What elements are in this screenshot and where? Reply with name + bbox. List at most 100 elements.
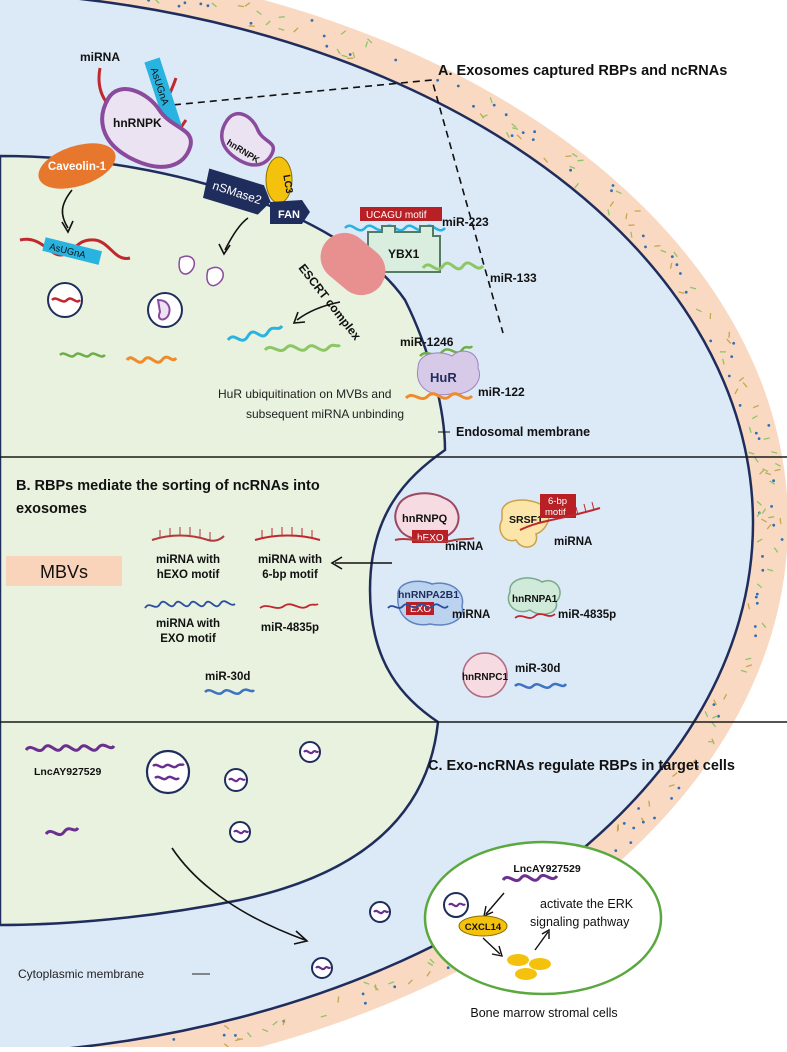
band-speck	[758, 437, 761, 440]
label-ucagu: UCAGU motif	[366, 210, 427, 221]
band-speck	[708, 742, 714, 743]
label-cxcl14: CXCL14	[465, 922, 502, 933]
band-speck	[754, 634, 757, 637]
band-speck	[654, 246, 660, 247]
label-exo-2: EXO motif	[160, 633, 216, 645]
label-mir4835-left: miR-4835p	[261, 622, 319, 634]
label-hnrnpc1: hnRNPC1	[462, 672, 509, 683]
band-speck	[767, 424, 770, 427]
label-hexo-2: hEXO motif	[157, 569, 220, 581]
band-speck	[311, 19, 314, 22]
band-speck	[781, 538, 784, 541]
band-speck	[709, 340, 712, 343]
band-speck	[393, 985, 396, 988]
band-speck	[678, 787, 681, 790]
band-speck	[394, 59, 397, 62]
band-speck	[644, 246, 647, 249]
band-speck	[755, 596, 758, 599]
band-speck	[614, 849, 617, 852]
label-hnrnpa2b1: hnRNPA2B1	[398, 589, 459, 601]
label-mir30d-left: miR-30d	[205, 671, 250, 683]
band-speck	[713, 703, 716, 706]
label-mir4835-right: miR-4835p	[558, 609, 616, 621]
band-speck	[578, 160, 584, 161]
band-speck	[670, 797, 673, 800]
band-speck	[436, 79, 439, 82]
label-mir30d-right: miR-30d	[515, 663, 560, 675]
band-speck	[676, 263, 679, 266]
vesicle-lnc-large	[147, 751, 189, 793]
band-speck	[323, 35, 326, 38]
band-speck	[671, 255, 674, 258]
band-speck	[279, 17, 285, 18]
band-speck	[772, 524, 775, 527]
band-speck	[533, 130, 536, 133]
section-c-title: C. Exo-ncRNAs regulate RBPs in target ce…	[428, 758, 735, 774]
label-sixbp-tag-2: motif	[545, 507, 566, 518]
band-speck	[184, 1, 187, 4]
band-speck	[623, 822, 626, 825]
band-speck	[349, 53, 352, 56]
band-speck	[249, 26, 255, 27]
label-ybx1: YBX1	[388, 247, 420, 261]
label-hnrnpa1: hnRNPA1	[512, 594, 558, 605]
label-fan: FAN	[278, 209, 300, 221]
band-speck	[629, 841, 632, 844]
band-speck	[172, 1038, 175, 1041]
band-speck	[532, 138, 535, 141]
band-speck	[770, 505, 773, 508]
label-exo-tag: EXO	[410, 604, 431, 615]
label-mir1246: miR-1246	[400, 335, 454, 349]
band-speck	[632, 827, 635, 830]
band-speck	[649, 801, 650, 807]
band-speck	[728, 375, 731, 378]
band-speck	[325, 45, 328, 48]
band-speck	[612, 184, 615, 187]
erk-molecule-1	[507, 954, 529, 966]
band-speck	[362, 993, 365, 996]
label-mirna-q: miRNA	[445, 541, 483, 553]
band-speck	[522, 131, 525, 134]
section-a-title: A. Exosomes captured RBPs and ncRNAs	[438, 63, 727, 79]
band-speck	[761, 555, 764, 558]
label-hnrnpq: hnRNPQ	[402, 513, 448, 525]
vesicle-bean-content	[158, 300, 170, 319]
label-lnc-target: LncAY927529	[513, 863, 580, 875]
band-speck	[566, 156, 572, 157]
label-hur: HuR	[430, 370, 457, 385]
band-speck	[754, 625, 757, 628]
label-endosomal: Endosomal membrane	[456, 425, 590, 439]
band-speck	[761, 569, 764, 572]
section-b-title-line2: exosomes	[16, 501, 87, 517]
band-speck	[178, 5, 181, 8]
band-speck	[756, 593, 759, 596]
label-mir223: miR-223	[442, 215, 489, 229]
label-lnc-left: LncAY927529	[34, 766, 101, 778]
band-speck	[653, 817, 656, 820]
label-6bp-2: 6-bp motif	[262, 569, 318, 581]
label-mirna-top: miRNA	[80, 50, 120, 64]
label-caveolin: Caveolin-1	[48, 161, 107, 173]
band-speck	[250, 22, 253, 25]
label-mir133: miR-133	[490, 271, 537, 285]
band-speck	[338, 997, 339, 1003]
band-speck	[780, 518, 781, 524]
band-speck	[710, 313, 711, 319]
band-speck	[569, 169, 572, 172]
label-cytoplasmic: Cytoplasmic membrane	[18, 967, 144, 981]
label-erk-1: activate the ERK	[540, 897, 634, 911]
band-speck	[755, 432, 758, 435]
band-speck	[375, 984, 376, 990]
label-hexo-1: miRNA with	[156, 554, 220, 566]
band-speck	[642, 821, 645, 824]
label-hnrnpk-big: hnRNPK	[113, 116, 162, 130]
band-speck	[772, 479, 775, 482]
band-speck	[679, 272, 682, 275]
label-erk-2: signaling pathway	[530, 915, 630, 929]
band-speck	[732, 342, 735, 345]
band-speck	[637, 807, 640, 810]
label-mirna-a2: miRNA	[452, 609, 490, 621]
band-speck	[223, 1034, 226, 1037]
band-speck	[207, 4, 210, 7]
